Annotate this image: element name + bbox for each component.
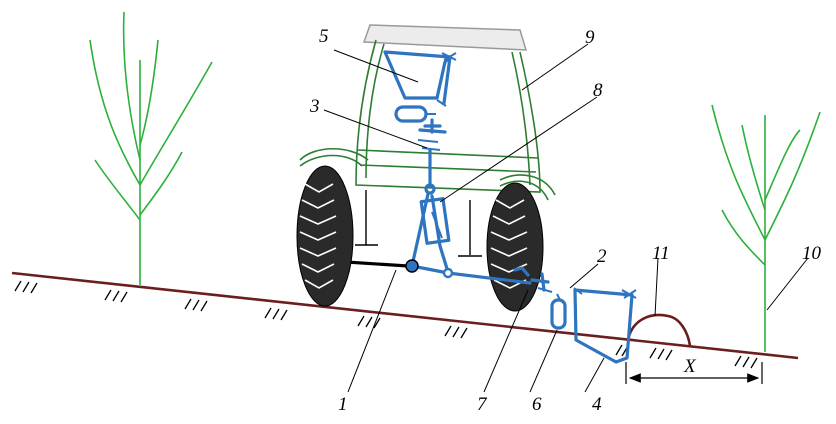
- dimension-x: X: [625, 356, 763, 384]
- ground-hatching: [14, 280, 758, 369]
- label-8: 8: [593, 80, 603, 101]
- label-2: 2: [597, 246, 607, 267]
- leveling-mechanism: [383, 50, 637, 364]
- tree-left: [89, 11, 213, 285]
- tractor-wheel-right: [486, 182, 544, 312]
- label-6: 6: [532, 394, 542, 415]
- label-10: 10: [802, 243, 822, 264]
- label-1: 1: [338, 394, 348, 415]
- tractor: [299, 24, 556, 268]
- leader-lines: [323, 43, 809, 393]
- label-3: 3: [309, 96, 320, 117]
- tractor-wheel-left: [296, 165, 354, 307]
- part-labels: 1 2 3 4 5 6 7 8 9 10 11: [309, 26, 822, 415]
- label-7: 7: [477, 394, 488, 415]
- tree-right: [711, 104, 821, 352]
- label-9: 9: [585, 27, 595, 48]
- soil-mound: [626, 313, 692, 347]
- label-4: 4: [592, 394, 602, 415]
- label-5: 5: [319, 26, 329, 47]
- label-11: 11: [652, 243, 670, 264]
- dimension-label: X: [683, 356, 697, 377]
- ground: [11, 271, 799, 369]
